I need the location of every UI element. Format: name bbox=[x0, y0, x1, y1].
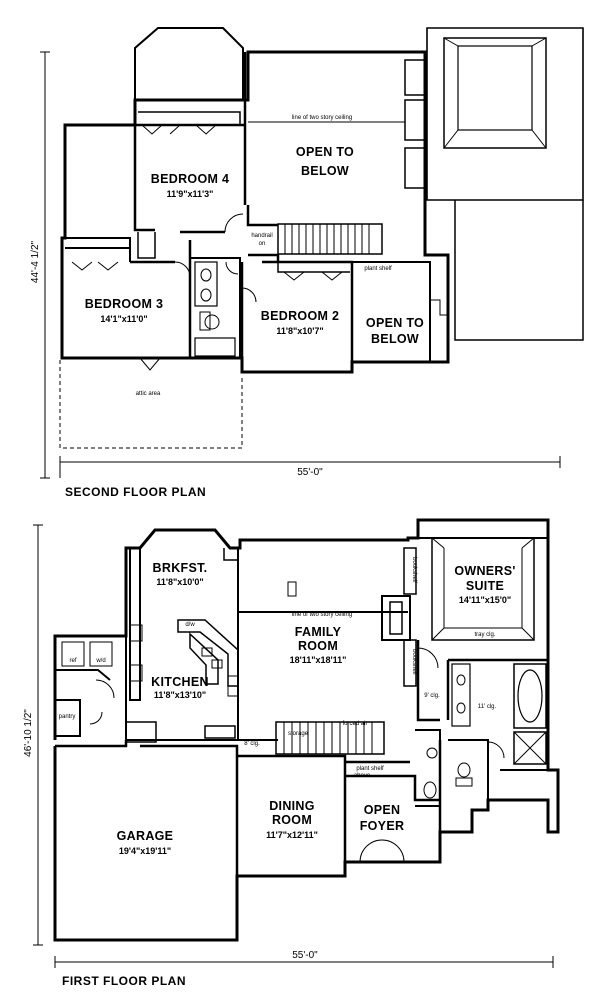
second-floor-plan: BEDROOM 4 11'9"x11'3" OPEN TO BELOW BEDR… bbox=[30, 27, 584, 499]
second-floor-title: SECOND FLOOR PLAN bbox=[65, 485, 206, 499]
owners-suite-walls bbox=[416, 537, 548, 722]
bedroom3-walls bbox=[130, 240, 192, 358]
ceiling-line-note: line of two story ceiling bbox=[292, 115, 352, 121]
open-to-below-top-line2: BELOW bbox=[301, 164, 349, 178]
dishwasher-note: d/w bbox=[185, 622, 195, 628]
attic-note: attic area bbox=[136, 391, 161, 397]
pantry-note: pantry bbox=[59, 714, 76, 720]
second-floor-dimensions bbox=[40, 51, 561, 479]
first-floor-dimensions bbox=[33, 524, 554, 968]
breakfast-label: BRKFST. bbox=[153, 561, 208, 575]
dining-room-walls bbox=[237, 754, 410, 876]
forced-air-note: forced air bbox=[342, 721, 367, 727]
plant-shelf-note-first: plant shelf bbox=[356, 766, 384, 772]
family-room-label-line1: FAMILY bbox=[295, 625, 342, 639]
bookshelf-upper-note: bookshelf bbox=[411, 557, 417, 583]
dining-room-dims: 11'7"x12'11" bbox=[266, 830, 318, 840]
first-floor-plan: BRKFST. 11'8"x10'0" KITCHEN 11'8"x13'10"… bbox=[23, 518, 560, 988]
open-to-below-right-line1: OPEN TO bbox=[366, 316, 424, 330]
bedroom4-walls bbox=[133, 52, 247, 234]
open-foyer-label-line1: OPEN bbox=[364, 803, 401, 817]
bay-dormer bbox=[134, 27, 244, 100]
family-room-label-line2: ROOM bbox=[298, 639, 338, 653]
eight-foot-ceiling-note: 8' clg. bbox=[244, 741, 260, 747]
second-floor-width: 55'-0" bbox=[297, 467, 323, 478]
dining-room-label-line1: DINING bbox=[269, 799, 315, 813]
powder-room bbox=[415, 729, 441, 807]
upstairs-bath bbox=[190, 257, 241, 358]
bedroom4-dims: 11'9"x11'3" bbox=[167, 189, 214, 199]
plant-shelf-note: plant shelf bbox=[364, 266, 392, 272]
dining-room-label-line2: ROOM bbox=[272, 813, 312, 827]
owners-suite-dims: 14'11"x15'0" bbox=[459, 595, 511, 605]
nine-foot-ceiling-note: 9' clg. bbox=[424, 693, 440, 699]
kitchen-dims: 11'8"x13'10" bbox=[154, 690, 206, 700]
stair-upper bbox=[277, 223, 383, 255]
bedroom2-label: BEDROOM 2 bbox=[261, 309, 339, 323]
open-to-below-right-line2: BELOW bbox=[371, 332, 419, 346]
washer-dryer-note: w/d bbox=[95, 658, 105, 664]
first-floor-depth: 46'-10 1/2" bbox=[23, 709, 34, 757]
handrail-on-note: on bbox=[259, 241, 266, 247]
breakfast-dims: 11'8"x10'0" bbox=[156, 577, 203, 587]
garage-label: GARAGE bbox=[117, 829, 174, 843]
kitchen-label: KITCHEN bbox=[151, 675, 209, 689]
family-room-dims: 18'11"x18'11" bbox=[290, 655, 347, 665]
bedroom3-dims: 14'1"x11'0" bbox=[100, 314, 147, 324]
fireplace bbox=[381, 595, 411, 641]
first-floor-title: FIRST FLOOR PLAN bbox=[62, 974, 186, 988]
open-foyer-label-line2: FOYER bbox=[360, 819, 405, 833]
plant-shelf-above-note: above bbox=[354, 773, 371, 779]
bedroom3-label: BEDROOM 3 bbox=[85, 297, 163, 311]
tray-ceiling-note: tray clg. bbox=[474, 632, 495, 638]
second-floor-depth: 44'-4 1/2" bbox=[30, 240, 41, 283]
owners-suite-label-line1: OWNERS' bbox=[454, 564, 515, 578]
roof-outline bbox=[426, 27, 584, 341]
handrail-note: handrail bbox=[251, 233, 272, 239]
bedroom2-dims: 11'8"x10'7" bbox=[276, 326, 323, 336]
garage-dims: 19'4"x19'11" bbox=[119, 846, 171, 856]
attic-area-outline bbox=[59, 360, 243, 449]
bookshelf-lower-note: bookshelf bbox=[411, 649, 417, 675]
laundry-area bbox=[55, 635, 126, 737]
eleven-foot-ceiling-note: 11' clg. bbox=[478, 704, 497, 710]
ceiling-line-note-first: line of two story ceiling bbox=[292, 612, 352, 618]
owners-suite-label-line2: SUITE bbox=[466, 579, 504, 593]
family-room-walls bbox=[237, 548, 408, 741]
ref-note: ref bbox=[69, 658, 76, 664]
bedroom4-label: BEDROOM 4 bbox=[151, 172, 229, 186]
open-to-below-top-line1: OPEN TO bbox=[296, 145, 354, 159]
stair-lower bbox=[275, 721, 385, 755]
storage-note: storage bbox=[288, 731, 309, 737]
first-floor-width: 55'-0" bbox=[292, 950, 318, 961]
master-bath bbox=[448, 663, 548, 800]
